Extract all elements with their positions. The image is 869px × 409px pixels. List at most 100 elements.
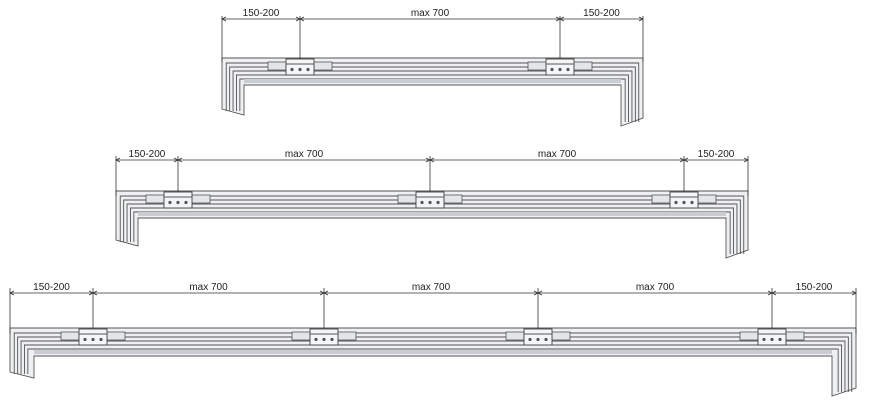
frame-body bbox=[10, 328, 856, 396]
hinge-screw bbox=[290, 67, 294, 72]
hinge-screw bbox=[528, 337, 532, 342]
frame-profile-line bbox=[17, 336, 849, 392]
hinge-screw bbox=[306, 67, 310, 72]
hinge-wing-left bbox=[145, 194, 165, 204]
dimension-label: max 700 bbox=[538, 149, 577, 160]
hinge-body bbox=[545, 58, 575, 76]
dimension-label: 150-200 bbox=[698, 149, 735, 160]
frame-profile-line bbox=[24, 344, 842, 392]
dimension-arrow bbox=[537, 290, 543, 296]
hinge-screw bbox=[298, 67, 302, 72]
hinge-wing-left bbox=[739, 331, 759, 341]
dimension-arrow bbox=[743, 157, 749, 163]
hinge-frame-diagram: 150-200 max 700 150-200 bbox=[221, 8, 644, 127]
hinge-body bbox=[523, 328, 553, 346]
hinge-wing-right bbox=[443, 194, 463, 204]
hinge-screw bbox=[550, 67, 554, 72]
hinge-body bbox=[163, 191, 193, 209]
dimension-arrow bbox=[683, 157, 689, 163]
hinge-screw bbox=[674, 200, 678, 205]
hinge-screw bbox=[778, 337, 782, 342]
hinge-wing-right bbox=[191, 194, 211, 204]
hinge-body bbox=[285, 58, 315, 76]
hinge bbox=[739, 328, 805, 346]
hinge-frame-diagram: 150-200 max 700 max 700 150-200 bbox=[115, 149, 749, 259]
hinge-wing-left bbox=[291, 331, 311, 341]
hinge bbox=[145, 191, 211, 209]
hinge-wing-right bbox=[785, 331, 805, 341]
hinge-wing-left bbox=[651, 194, 671, 204]
hinge bbox=[505, 328, 571, 346]
hinge-screw bbox=[83, 337, 87, 342]
frame-profile-line bbox=[232, 70, 633, 122]
hinge-wing-right bbox=[573, 61, 593, 71]
dimension-arrow bbox=[851, 290, 857, 296]
hinge-screw bbox=[558, 67, 562, 72]
frame-profile-line bbox=[13, 332, 853, 392]
dimension-label: max 700 bbox=[285, 149, 324, 160]
dimension-label: max 700 bbox=[411, 8, 450, 19]
hinge-wing-right bbox=[337, 331, 357, 341]
hinge-screw bbox=[544, 337, 548, 342]
dimension-arrow bbox=[299, 16, 305, 22]
hinge-wing-left bbox=[60, 331, 80, 341]
hinge bbox=[397, 191, 463, 209]
dimension-arrow bbox=[92, 290, 98, 296]
hinge bbox=[291, 328, 357, 346]
hinge-screw bbox=[428, 200, 432, 205]
dimension-arrow bbox=[559, 16, 565, 22]
hinge bbox=[527, 58, 593, 76]
hinge-wing-left bbox=[267, 61, 287, 71]
hinge-screw bbox=[436, 200, 440, 205]
hinge-wing-left bbox=[527, 61, 547, 71]
hinge-wing-right bbox=[313, 61, 333, 71]
hinge bbox=[267, 58, 333, 76]
hinge-wing-left bbox=[505, 331, 525, 341]
dimension-arrow bbox=[115, 157, 121, 163]
hinge-screw bbox=[330, 337, 334, 342]
dimension-arrow bbox=[323, 290, 329, 296]
hinge-body bbox=[309, 328, 339, 346]
dimension-label: max 700 bbox=[189, 282, 228, 293]
dimension-arrow bbox=[771, 290, 777, 296]
hinge-screw bbox=[184, 200, 188, 205]
frame-profile-line bbox=[20, 340, 846, 392]
dimension-arrow bbox=[221, 16, 227, 22]
dimension-label: 150-200 bbox=[33, 282, 70, 293]
hinge-screw bbox=[322, 337, 326, 342]
hinge-body bbox=[669, 191, 699, 209]
hinge-wing-left bbox=[397, 194, 417, 204]
hinge-screw bbox=[420, 200, 424, 205]
hinge-screw bbox=[536, 337, 540, 342]
dimension-label: 150-200 bbox=[243, 8, 280, 19]
hinge-wing-right bbox=[697, 194, 717, 204]
frame-profile bbox=[221, 57, 644, 127]
hinge bbox=[651, 191, 717, 209]
dimension-label: 150-200 bbox=[796, 282, 833, 293]
hinge-screw bbox=[770, 337, 774, 342]
frame-profile-line bbox=[225, 62, 640, 122]
dimension-label: max 700 bbox=[636, 282, 675, 293]
dimension-label: 150-200 bbox=[583, 8, 620, 19]
hinge-screw bbox=[91, 337, 95, 342]
frame-groove bbox=[34, 350, 832, 354]
hinge-wing-right bbox=[551, 331, 571, 341]
frame-profile-line bbox=[229, 66, 636, 122]
dimension-arrow bbox=[429, 157, 435, 163]
frame-profile bbox=[9, 327, 857, 397]
hinge bbox=[60, 328, 126, 346]
hinge-body bbox=[78, 328, 108, 346]
dimension-label: 150-200 bbox=[129, 149, 166, 160]
hinge-body bbox=[757, 328, 787, 346]
hinge-screw bbox=[314, 337, 318, 342]
hinge-screw bbox=[682, 200, 686, 205]
hinge-screw bbox=[168, 200, 172, 205]
dimension-arrow bbox=[638, 16, 644, 22]
frame-groove bbox=[244, 79, 621, 83]
dimension-label: max 700 bbox=[412, 282, 451, 293]
hinge-screw bbox=[690, 200, 694, 205]
frame-profile-line bbox=[235, 74, 629, 122]
hinge-screw bbox=[99, 337, 103, 342]
